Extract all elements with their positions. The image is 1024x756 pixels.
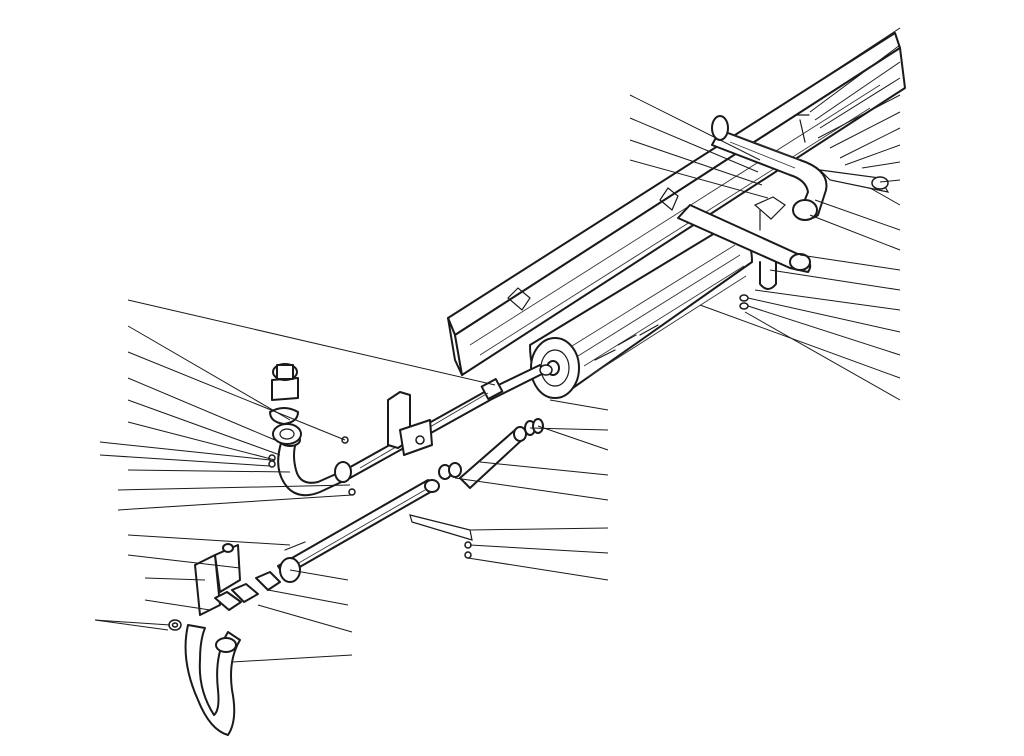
pipe-clamp xyxy=(334,461,356,496)
u-bolt xyxy=(739,261,777,310)
chassis-rail xyxy=(447,32,906,376)
mounting-bracket xyxy=(387,391,433,456)
sealing-ring xyxy=(438,418,544,480)
mounting-bracket xyxy=(194,543,241,616)
nut xyxy=(168,619,182,631)
manifold-flange xyxy=(272,423,302,445)
intermediate-pipe xyxy=(459,426,527,489)
manifold-flange xyxy=(271,363,299,401)
silencer xyxy=(529,228,753,399)
mounting-bracket xyxy=(753,196,786,231)
hanger-strap xyxy=(794,114,890,193)
intermediate-pipe xyxy=(344,364,553,479)
front-exhaust-pipe xyxy=(184,624,241,736)
gasket xyxy=(214,571,281,611)
hanger-strap xyxy=(409,514,473,559)
callout-leader-lines xyxy=(94,27,901,663)
